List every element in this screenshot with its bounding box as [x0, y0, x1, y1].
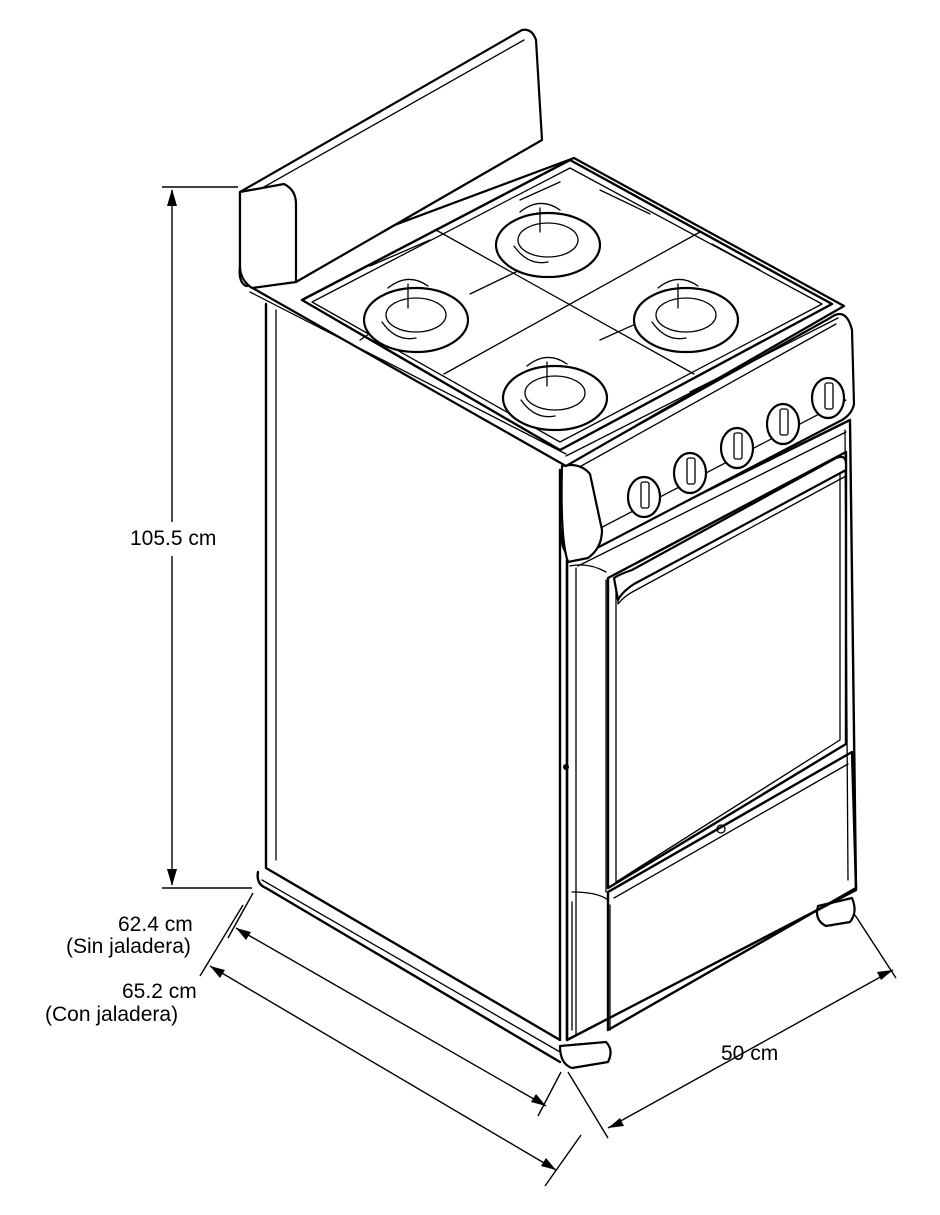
depth-dimension-long [199, 904, 582, 1187]
depth-dimension-short [227, 892, 562, 1117]
width-arrow-left [608, 1118, 624, 1128]
burner-left [362, 278, 470, 354]
burner-front [501, 356, 609, 432]
depth-with-handle-value: 65.2 cm [122, 980, 197, 1003]
knob-4 [765, 402, 801, 446]
width-label: 50 cm [721, 1042, 779, 1065]
backsplash-end-cap [238, 182, 298, 290]
front-right-foot [815, 896, 856, 928]
depth-short-extension-back [227, 892, 254, 939]
depth-short-line [235, 927, 547, 1107]
storage-drawer [571, 750, 858, 1032]
height-label: 105.5 cm [128, 527, 219, 551]
knob-1 [626, 475, 662, 519]
control-knobs [626, 376, 846, 519]
width-line [607, 969, 894, 1129]
front-left-foot [558, 1040, 612, 1070]
burners [362, 202, 740, 432]
height-arrow-bottom [167, 869, 177, 886]
drawer-latch-icon [716, 824, 726, 834]
backsplash [238, 28, 544, 290]
width-dimension [567, 914, 897, 1139]
depth-short-extension-front [537, 1071, 562, 1117]
depth-long-extension-back [199, 904, 244, 977]
width-arrow-right [877, 970, 893, 980]
depth-with-handle-note: (Con jaladera) [45, 1003, 179, 1026]
depth-short-arrow-back [236, 928, 251, 940]
knob-5 [810, 376, 846, 420]
burner-back [494, 202, 602, 279]
depth-without-handle-note: (Sin jaladera) [66, 935, 191, 958]
depth-long-arrow-front [541, 1158, 556, 1170]
side-trim [565, 560, 607, 1042]
width-extension-right [854, 914, 897, 979]
depth-without-handle-value: 62.4 cm [118, 913, 193, 936]
control-panel-left-cap [560, 463, 604, 564]
height-dimension [162, 186, 252, 889]
depth-short-arrow-front [531, 1094, 546, 1106]
oven-door [606, 450, 848, 890]
knob-2 [672, 451, 708, 495]
depth-long-line [209, 965, 557, 1171]
oven-door-handle [612, 455, 848, 602]
knob-3 [719, 426, 755, 470]
depth-long-extension-front [544, 1134, 582, 1187]
depth-long-arrow-back [210, 966, 225, 978]
burner-right [632, 278, 740, 354]
height-arrow-top [167, 189, 177, 206]
width-extension-left [567, 1071, 609, 1139]
base-plinth [256, 870, 856, 1070]
